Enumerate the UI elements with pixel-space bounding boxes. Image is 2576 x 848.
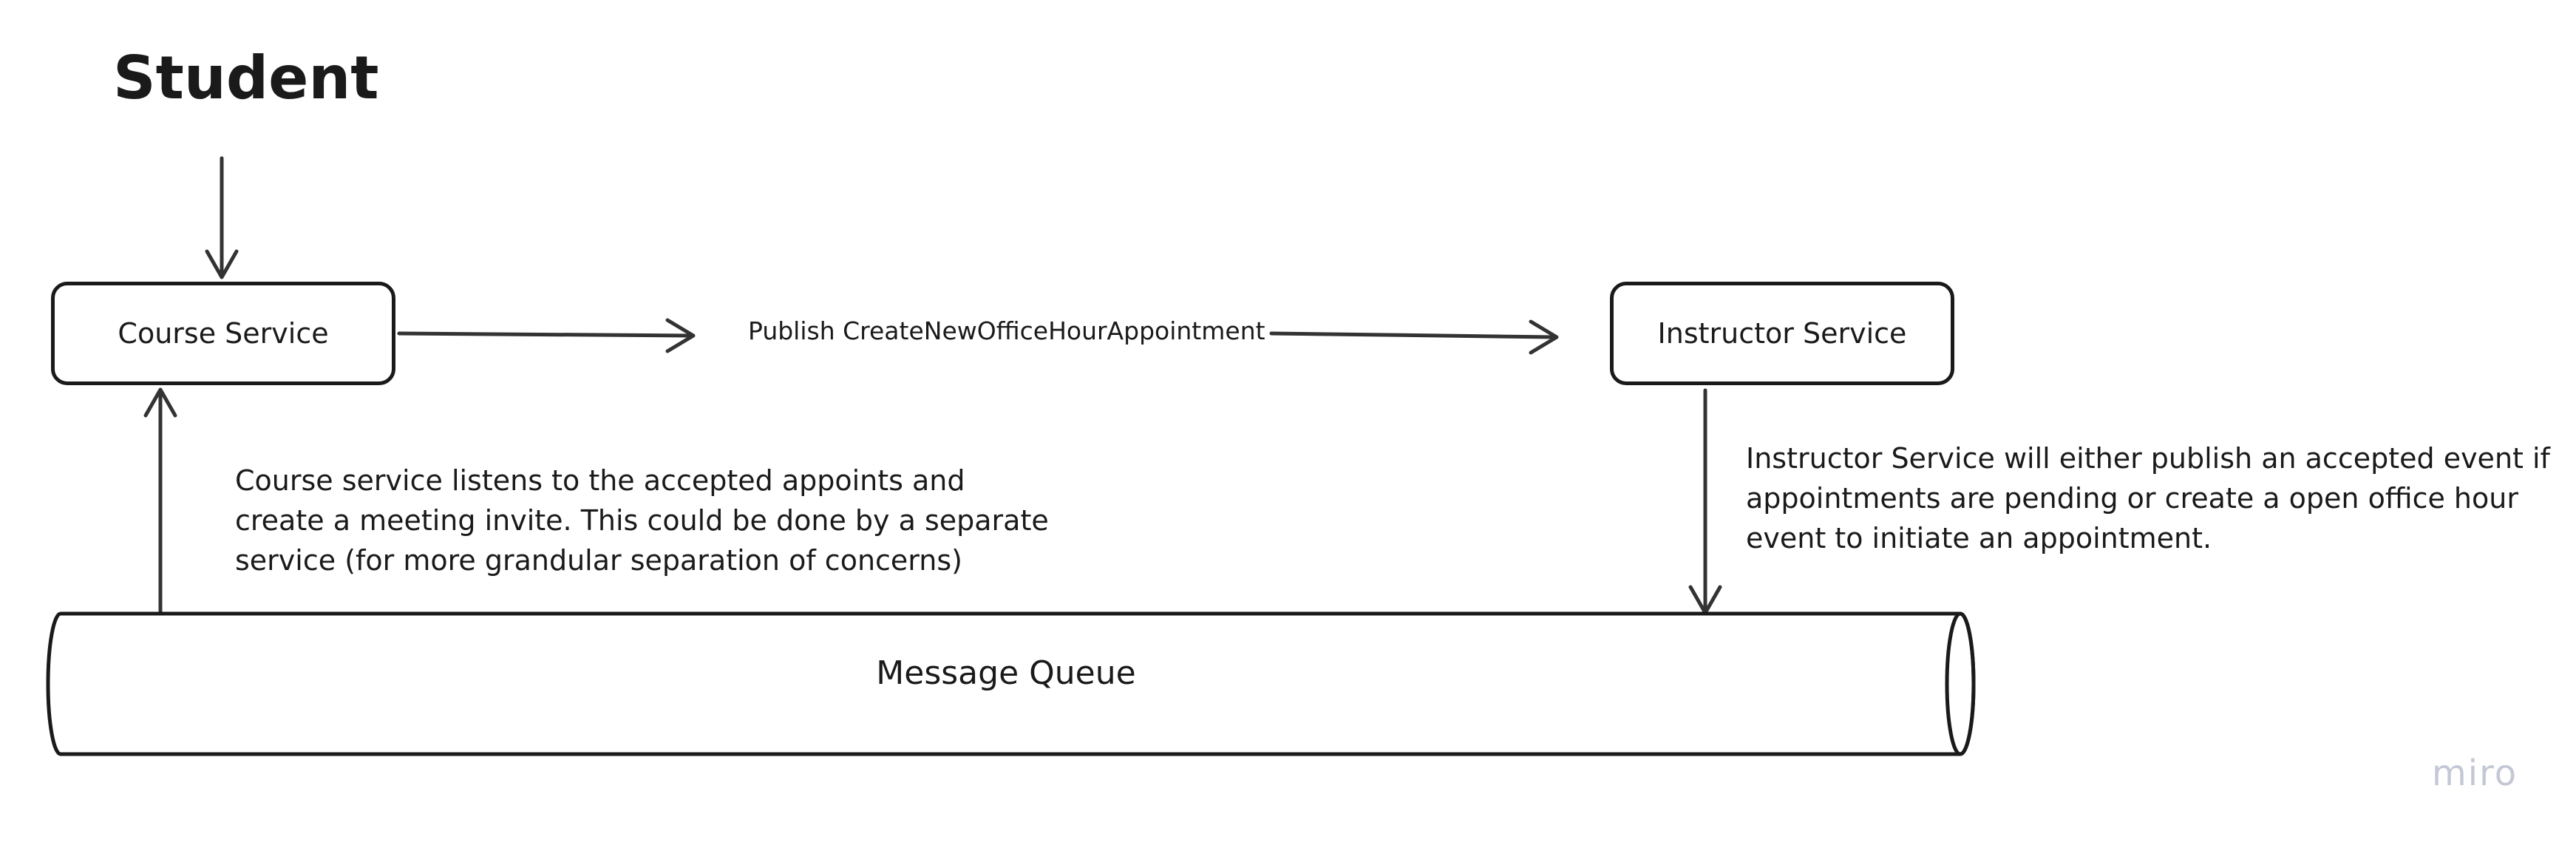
publish-event-label: Publish CreateNewOfficeHourAppointment [748, 316, 1265, 345]
message-queue-label: Message Queue [876, 654, 1136, 692]
arrow-course-to-publish [397, 318, 696, 353]
course-service-label: Course Service [118, 317, 329, 350]
arrow-instructor-to-queue [1688, 388, 1722, 615]
instructor-service-node[interactable]: Instructor Service [1610, 282, 1954, 385]
instructor-service-note: Instructor Service will either publish a… [1746, 442, 2550, 554]
student-title: Student [113, 44, 379, 112]
course-service-note: Course service listens to the accepted a… [235, 464, 1049, 577]
arrow-queue-to-course-service [143, 387, 177, 616]
arrow-publish-to-instructor-service [1269, 319, 1559, 355]
miro-watermark: miro [2432, 753, 2518, 794]
arrow-student-to-course-service [205, 156, 239, 279]
instructor-service-label: Instructor Service [1657, 317, 1907, 350]
message-queue-cylinder [46, 611, 1976, 756]
course-service-node[interactable]: Course Service [51, 282, 395, 385]
